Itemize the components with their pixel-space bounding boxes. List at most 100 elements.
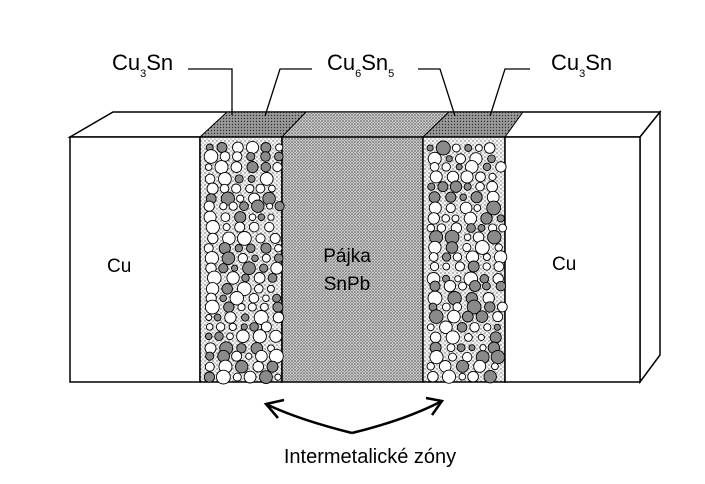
label-cu3sn-left: Cu3Sn bbox=[112, 50, 173, 80]
grain-circle bbox=[237, 303, 246, 312]
grain-circle bbox=[462, 242, 472, 253]
grain-circle bbox=[219, 294, 227, 302]
grain-circle bbox=[482, 262, 491, 271]
grain-circle bbox=[461, 310, 474, 323]
grain-circle bbox=[215, 322, 226, 332]
grain-circle bbox=[255, 349, 268, 363]
grain-circle bbox=[247, 174, 256, 183]
grain-circle bbox=[218, 263, 229, 274]
grain-circle bbox=[272, 293, 282, 303]
grain-circle bbox=[248, 292, 260, 304]
grain-circle bbox=[240, 323, 248, 331]
grain-circle bbox=[255, 183, 266, 194]
grain-circle bbox=[490, 349, 506, 365]
grain-circle bbox=[486, 180, 498, 193]
grain-circle bbox=[234, 174, 244, 184]
grain-circle bbox=[269, 329, 283, 343]
grain-circle bbox=[204, 361, 215, 372]
grain-circle bbox=[266, 202, 274, 210]
grain-circle bbox=[429, 350, 444, 365]
grain-circle bbox=[467, 370, 479, 383]
grain-circle bbox=[451, 214, 460, 223]
grain-circle bbox=[494, 243, 503, 252]
grain-circle bbox=[247, 302, 257, 312]
grain-circle bbox=[264, 221, 275, 233]
grain-circle bbox=[456, 322, 468, 333]
grain-circle bbox=[445, 202, 456, 214]
grain-circle bbox=[234, 211, 247, 224]
grain-circle bbox=[487, 154, 496, 164]
grain-circle bbox=[426, 144, 434, 152]
grain-circle bbox=[237, 253, 248, 264]
grain-circle bbox=[429, 170, 443, 184]
grain-circle bbox=[260, 161, 272, 173]
grain-circle bbox=[468, 344, 476, 352]
grain-circle bbox=[445, 241, 459, 254]
label-cu-left: Cu bbox=[107, 256, 131, 277]
grain-circle bbox=[260, 321, 272, 333]
grain-circle bbox=[252, 329, 267, 344]
grain-circle bbox=[260, 302, 269, 312]
grain-circle bbox=[239, 201, 249, 212]
grain-circle bbox=[482, 281, 491, 291]
grain-circle bbox=[259, 263, 269, 273]
grain-circle bbox=[251, 199, 265, 213]
grain-circle bbox=[451, 143, 461, 153]
grain-circle bbox=[482, 162, 492, 172]
grain-circle bbox=[226, 332, 234, 341]
grain-circle bbox=[237, 231, 252, 246]
grain-circle bbox=[469, 322, 480, 333]
grain-circle bbox=[463, 182, 472, 191]
grain-circle bbox=[242, 261, 256, 276]
grain-circle bbox=[492, 311, 504, 323]
grain-circle bbox=[493, 261, 505, 272]
grain-circle bbox=[456, 343, 466, 353]
grain-circle bbox=[454, 275, 462, 283]
grain-circle bbox=[449, 180, 463, 193]
grain-circle bbox=[428, 252, 439, 262]
grain-circle bbox=[274, 373, 282, 381]
grain-circle bbox=[463, 233, 472, 241]
grain-circle bbox=[447, 309, 461, 324]
label-solder-line1: Pájka bbox=[323, 246, 371, 267]
grain-circle bbox=[474, 240, 490, 255]
grain-circle bbox=[477, 333, 485, 341]
grain-circle bbox=[241, 313, 250, 322]
grain-circle bbox=[231, 350, 243, 362]
grain-circle bbox=[216, 369, 231, 385]
grain-circle bbox=[248, 213, 257, 221]
grain-circle bbox=[230, 161, 243, 173]
grain-circle bbox=[219, 151, 231, 162]
grain-circle bbox=[460, 170, 474, 184]
grain-circle bbox=[469, 280, 481, 293]
grain-circle bbox=[479, 274, 490, 284]
top-solder bbox=[280, 111, 451, 138]
label-cu6sn5: Cu6Sn5 bbox=[327, 50, 394, 80]
grain-circle bbox=[426, 223, 436, 233]
grain-circle bbox=[473, 359, 487, 373]
grain-circle bbox=[214, 160, 229, 175]
grain-circle bbox=[229, 291, 244, 306]
grain-circle bbox=[484, 301, 496, 313]
grain-circle bbox=[205, 351, 215, 361]
arrow-right bbox=[351, 400, 441, 435]
grain-circle bbox=[237, 281, 252, 297]
grain-circle bbox=[435, 140, 451, 156]
grain-circle bbox=[266, 284, 275, 293]
grain-circle bbox=[463, 211, 478, 226]
grain-circle bbox=[274, 151, 284, 162]
grain-circle bbox=[236, 343, 247, 354]
grain-circle bbox=[203, 371, 215, 383]
leader-cu6sn5-right bbox=[418, 68, 456, 117]
grain-circle bbox=[232, 151, 243, 162]
grain-circle bbox=[219, 202, 228, 211]
grain-circle bbox=[254, 284, 264, 294]
grain-circle bbox=[429, 261, 440, 272]
grain-circle bbox=[272, 311, 285, 324]
grain-circle bbox=[260, 142, 272, 153]
grain-circle bbox=[428, 191, 441, 204]
label-solder-line2: SnPb bbox=[324, 274, 370, 295]
grain-circle bbox=[257, 213, 266, 221]
grain-circle bbox=[203, 149, 219, 164]
grain-circle bbox=[236, 329, 250, 344]
